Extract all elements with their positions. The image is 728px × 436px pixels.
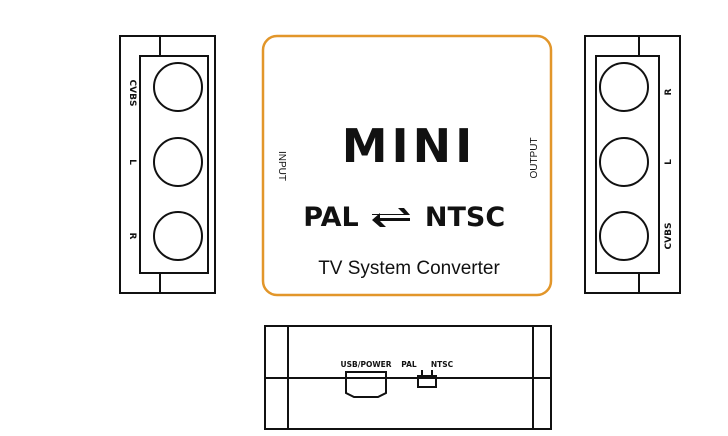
switch-ntsc-label: NTSC	[431, 360, 454, 369]
output-jack-r	[599, 62, 649, 112]
front-panel-outline	[261, 34, 553, 297]
brand-title: MINI	[342, 119, 477, 173]
input-panel-inner	[139, 55, 209, 274]
usb-power-port	[345, 371, 387, 398]
subtitle: TV System Converter	[318, 258, 500, 279]
input-side-label: INPUT	[276, 151, 287, 181]
ntsc-label: NTSC	[425, 202, 505, 233]
output-label-l: L	[664, 159, 674, 165]
output-jack-l	[599, 137, 649, 187]
input-label-cvbs: CVBS	[127, 80, 137, 107]
pal-ntsc-switch	[417, 375, 437, 388]
switch-pal-label: PAL	[401, 360, 417, 369]
output-jack-panel	[584, 35, 681, 294]
output-side-label: OUTPUT	[529, 137, 540, 178]
usb-power-label: USB/POWER	[341, 360, 392, 369]
pal-label: PAL	[303, 202, 358, 233]
output-panel-outer	[584, 35, 681, 294]
input-jack-panel	[119, 35, 216, 294]
input-jack-r	[153, 211, 203, 261]
input-jack-cvbs	[153, 62, 203, 112]
output-jack-cvbs	[599, 211, 649, 261]
input-jack-l	[153, 137, 203, 187]
input-label-r: R	[127, 233, 137, 240]
output-label-cvbs: CVBS	[664, 223, 674, 250]
output-panel-inner	[595, 55, 660, 274]
bidirectional-arrow-icon	[372, 208, 410, 227]
side-view-panel	[264, 325, 552, 430]
output-label-r: R	[664, 88, 674, 95]
input-label-l: L	[127, 159, 137, 165]
input-panel-outer	[119, 35, 216, 294]
